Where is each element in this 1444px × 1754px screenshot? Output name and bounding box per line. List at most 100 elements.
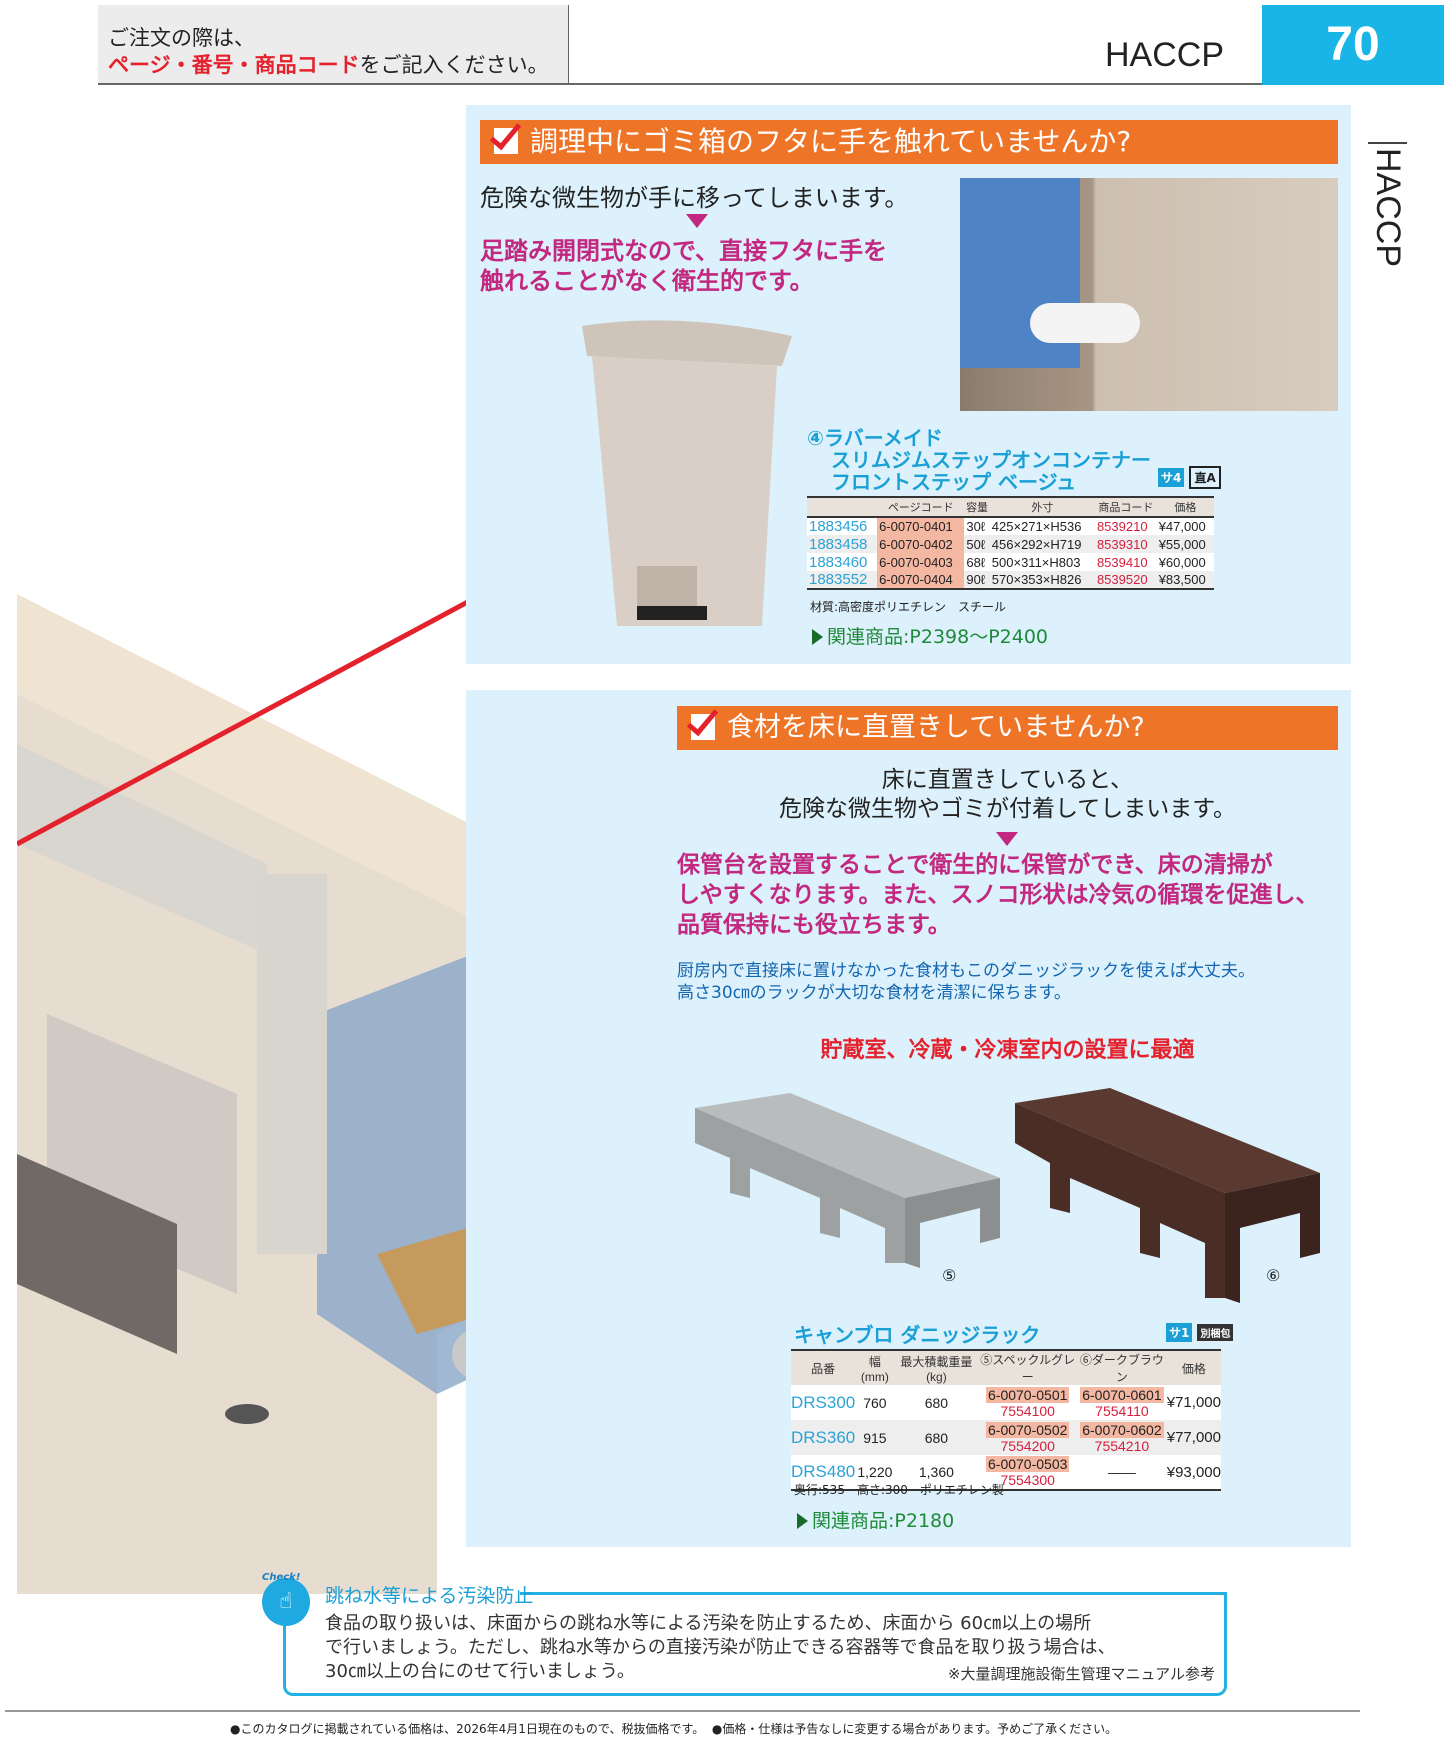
table-cell: 8539310 <box>1094 535 1157 553</box>
product4-badges: サ4 直A <box>1158 466 1221 489</box>
footer-note: ●価格・仕様は予告なしに変更する場合があります。予めご了承ください。 <box>711 1722 1118 1736</box>
product-title-line: フロントステップ ベージュ <box>831 470 1077 494</box>
load-value: 680 <box>924 1429 949 1446</box>
section2-banner: 食材を床に直置きしていませんか? <box>677 706 1338 750</box>
table-cell: 500×311×H803 <box>989 553 1095 571</box>
hood <box>17 744 267 954</box>
check-note-box <box>283 1592 1227 1696</box>
badge-service: サ1 <box>1166 1323 1193 1342</box>
checkmark-icon <box>691 714 715 740</box>
model-number: DRS360 <box>791 1427 856 1447</box>
footer-divider <box>5 1710 1360 1712</box>
foot-pedal-photo <box>960 178 1338 411</box>
table-cell: 1883460 <box>807 553 878 571</box>
table-cell: 6-0070-0404 <box>877 571 965 589</box>
check-source: ※大量調理施設衛生管理マニュアル参考 <box>947 1665 1215 1683</box>
price: ¥77,000 <box>1166 1429 1221 1446</box>
pointing-hand-icon: ☝ <box>262 1578 310 1626</box>
product-code: 7554210 <box>1094 1437 1150 1454</box>
table-cell: 50ℓ <box>964 535 990 553</box>
table-cell: ¥47,000 <box>1156 517 1214 535</box>
check-body: 食品の取り扱いは、床面からの跳ね水等による汚染を防止するため、床面から 60㎝以… <box>325 1612 1215 1684</box>
section1-heading: 調理中にゴミ箱のフタに手を触れていませんか? <box>530 125 1132 158</box>
table-cell: 6-0070-0401 <box>877 517 965 535</box>
mouse <box>225 1404 269 1424</box>
stove <box>17 1154 177 1354</box>
solution-line: 保管台を設置することで衛生的に保管ができ、床の清掃が <box>677 852 1273 878</box>
related-products-link[interactable]: 関連商品:P2180 <box>797 1506 954 1533</box>
checkmark-icon <box>494 128 518 154</box>
width-value: 1,220 <box>857 1464 893 1480</box>
not-available: —— <box>1107 1464 1136 1480</box>
related-products-link[interactable]: 関連商品:P2398〜P2400 <box>812 622 1048 649</box>
table-cell: 456×292×H719 <box>989 535 1095 553</box>
table-cell: 915 <box>855 1420 895 1455</box>
order-note-emphasis: ページ・番号・商品コード <box>108 53 360 77</box>
col-header: 商品コード <box>1094 497 1157 518</box>
down-triangle-icon <box>686 214 708 228</box>
table-cell: 68ℓ <box>964 553 990 571</box>
col-header <box>807 497 878 518</box>
section2-heading: 食材を床に直置きしていませんか? <box>727 712 1145 743</box>
product-code: 7554110 <box>1095 1402 1149 1419</box>
section1-problem: 危険な微生物が手に移ってしまいます。 <box>480 184 909 212</box>
product-code: 7554300 <box>1000 1472 1055 1488</box>
badge-separate-pack: 別梱包 <box>1197 1324 1234 1341</box>
table-cell: 8539520 <box>1094 571 1157 589</box>
table-cell: 8539410 <box>1094 553 1157 571</box>
col-header: 容量 <box>964 497 990 518</box>
page-code: 6-0070-0501 <box>986 1386 1070 1403</box>
load-value: 1,360 <box>918 1464 954 1480</box>
solution-line: 触れることがなく衛生的です。 <box>480 267 814 295</box>
check-title: 跳ね水等による汚染防止 <box>325 1585 534 1607</box>
col-header: 幅(mm) <box>855 1350 895 1385</box>
bin-body <box>592 356 777 626</box>
product-number: ④ <box>807 426 824 450</box>
photo-shoe <box>1030 303 1140 343</box>
section2-highlight: 貯蔵室、冷蔵・冷凍室内の設置に最適 <box>820 1038 1195 1063</box>
section2-problem: 床に直置きしていると、 危険な微生物やゴミが付着してしまいます。 <box>677 766 1338 824</box>
width-value: 760 <box>863 1394 887 1411</box>
info-line: 高さ30㎝のラックが大切な食材を清潔に保ちます。 <box>677 983 1071 1003</box>
product5-title: キャンブロ ダニッジラック <box>794 1323 1041 1347</box>
page-code: 6-0070-0602 <box>1080 1421 1164 1438</box>
table-cell: ¥77,000 <box>1166 1420 1221 1455</box>
solution-line: 足踏み開閉式なので、直接フタに手を <box>480 237 888 265</box>
header-divider <box>98 83 1262 85</box>
product5-spec: 奥行:535 高さ:300 ポリエチレン製 <box>794 1483 1004 1497</box>
rack-images <box>695 1088 1320 1303</box>
load-value: 680 <box>924 1394 949 1411</box>
table-cell: 1883458 <box>807 535 878 553</box>
solution-line: 品質保持にも役立ちます。 <box>677 912 951 938</box>
table-cell: ¥83,500 <box>1156 571 1214 589</box>
table-cell: —— <box>1077 1455 1167 1490</box>
section2-info: 厨房内で直接床に置けなかった食材もこのダニッジラックを使えば大丈夫。 高さ30㎝… <box>677 960 1255 1004</box>
product5-badges: サ1 別梱包 <box>1166 1322 1234 1342</box>
col-header: 価格 <box>1166 1350 1221 1385</box>
product-code: 7554200 <box>1000 1437 1055 1454</box>
rack-grey-label: ⑤ <box>942 1266 957 1285</box>
page-number: 70 <box>1262 5 1444 85</box>
section2-solution: 保管台を設置することで衛生的に保管ができ、床の清掃が しやすくなります。また、ス… <box>677 850 1318 940</box>
table-cell: 1,360 <box>894 1455 979 1490</box>
badge-service: サ4 <box>1158 468 1185 487</box>
table-cell: ¥55,000 <box>1156 535 1214 553</box>
check-line: で行いましょう。ただし、跳ね水等からの直接汚染が防止できる容器等で食品を取り扱う… <box>325 1637 1116 1658</box>
down-triangle-icon <box>996 832 1018 846</box>
model-number: DRS300 <box>791 1392 856 1412</box>
footer-notes: ●このカタログに掲載されている価格は、2026年4月1日現在のもので、税抜価格で… <box>230 1720 1117 1737</box>
section1-banner: 調理中にゴミ箱のフタに手を触れていませんか? <box>480 120 1338 164</box>
page-code: 6-0070-0601 <box>1080 1386 1164 1403</box>
table-cell: 425×271×H536 <box>989 517 1095 535</box>
table-cell: 1,220 <box>855 1455 895 1490</box>
price: ¥93,000 <box>1166 1463 1221 1481</box>
